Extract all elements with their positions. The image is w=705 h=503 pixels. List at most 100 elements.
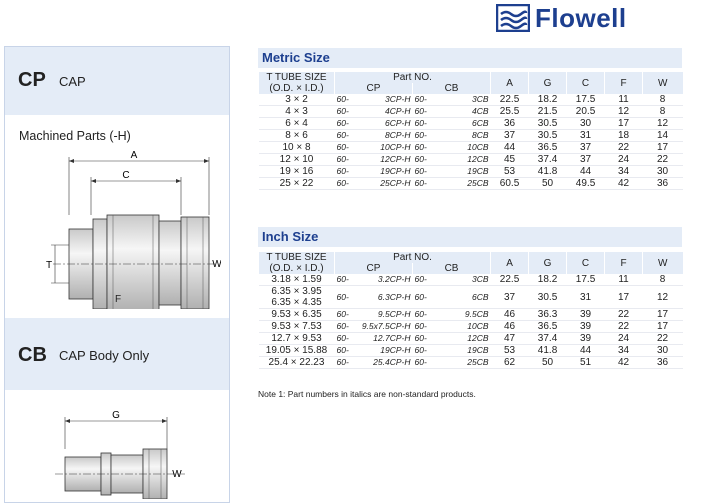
cp-pfx-cell: 60-	[334, 332, 357, 346]
tube-size-subheader: (O.D. × I.D.)	[258, 263, 335, 274]
w-cell: 14	[642, 129, 683, 143]
cb-cell: 12CB	[434, 332, 491, 346]
cb-pfx-cell: 60-	[412, 320, 435, 334]
cp-cell: 12CP-H	[356, 153, 413, 167]
col-g-header: G	[528, 72, 567, 94]
a-cell: 46	[490, 320, 529, 334]
cb-pfx-cell: 60-	[412, 153, 435, 167]
w-cell: 8	[642, 105, 683, 119]
cb-pfx-cell: 60-	[412, 274, 435, 287]
cp-cell: 19CP-H	[356, 344, 413, 358]
a-cell: 47	[490, 332, 529, 346]
c-cell: 49.5	[566, 177, 605, 191]
dim-w-label: W	[212, 259, 221, 270]
cp-cell: 6.3CP-H	[356, 285, 413, 310]
c-cell: 37	[566, 141, 605, 155]
cp-cell: 4CP-H	[356, 105, 413, 119]
f-cell: 34	[604, 165, 643, 179]
w-cell: 17	[642, 308, 683, 322]
tube-size-cell: 3 × 2	[258, 94, 335, 107]
a-cell: 37	[490, 129, 529, 143]
w-cell: 17	[642, 320, 683, 334]
cp-pfx-cell: 60-	[334, 129, 357, 143]
tube-size-cell: 4 × 3	[258, 105, 335, 119]
g-cell: 37.4	[528, 153, 567, 167]
a-cell: 25.5	[490, 105, 529, 119]
c-cell: 17.5	[566, 274, 605, 287]
f-cell: 22	[604, 308, 643, 322]
w-cell: 8	[642, 94, 683, 107]
c-cell: 37	[566, 153, 605, 167]
tube-size-cell: 19 × 16	[258, 165, 335, 179]
cp-pfx-cell: 60-	[334, 356, 357, 370]
cp-cell: 10CP-H	[356, 141, 413, 155]
inch-size-title: Inch Size	[258, 227, 682, 247]
machined-parts-label: Machined Parts (-H)	[19, 129, 131, 143]
col-c-header: C	[566, 252, 605, 274]
g-cell: 18.2	[528, 274, 567, 287]
cp-pfx-cell: 60-	[334, 177, 357, 191]
f-cell: 24	[604, 153, 643, 167]
flowell-logo-icon	[496, 4, 530, 32]
a-cell: 37	[490, 285, 529, 310]
cb-pfx-cell: 60-	[412, 129, 435, 143]
c-cell: 39	[566, 308, 605, 322]
cb-pfx-cell: 60-	[412, 141, 435, 155]
f-cell: 11	[604, 274, 643, 287]
cp-pfx-cell: 60-	[334, 141, 357, 155]
cp-pfx-cell: 60-	[334, 344, 357, 358]
f-cell: 42	[604, 356, 643, 370]
cb-cell: 25CB	[434, 177, 491, 191]
tube-size-cell: 9.53 × 7.53	[258, 320, 335, 334]
cb-cell: 12CB	[434, 153, 491, 167]
g-cell: 18.2	[528, 94, 567, 107]
a-cell: 60.5	[490, 177, 529, 191]
g-cell: 50	[528, 356, 567, 370]
dim-w2-label: W	[172, 469, 182, 480]
cp-pfx-cell: 60-	[334, 308, 357, 322]
g-cell: 30.5	[528, 285, 567, 310]
cb-pfx-cell: 60-	[412, 332, 435, 346]
a-cell: 45	[490, 153, 529, 167]
tube-size-header: T TUBE SIZE	[258, 252, 335, 263]
cp-drawing: A C T W	[46, 150, 221, 309]
w-cell: 12	[642, 117, 683, 131]
dim-c-label: C	[122, 170, 129, 181]
cb-pfx-cell: 60-	[412, 165, 435, 179]
cp-pfx-cell: 60-	[334, 285, 357, 310]
tube-size-cell: 19.05 × 15.88	[258, 344, 335, 358]
col-a-header: A	[490, 72, 529, 94]
cp-cell: 9.5x7.5CP-H	[356, 320, 413, 334]
cp-cell: 3.2CP-H	[356, 274, 413, 287]
cp-header: CP CAP	[5, 47, 229, 115]
brand-name: Flowell	[535, 2, 627, 33]
g-cell: 30.5	[528, 129, 567, 143]
cp-cell: 19CP-H	[356, 165, 413, 179]
cp-pfx-cell: 60-	[334, 117, 357, 131]
w-cell: 36	[642, 177, 683, 191]
c-cell: 20.5	[566, 105, 605, 119]
col-f-header: F	[604, 252, 643, 274]
f-cell: 11	[604, 94, 643, 107]
cb-cell: 8CB	[434, 129, 491, 143]
col-a-header: A	[490, 252, 529, 274]
cb-cell: 4CB	[434, 105, 491, 119]
c-cell: 44	[566, 344, 605, 358]
cb-pfx-cell: 60-	[412, 356, 435, 370]
g-cell: 36.5	[528, 320, 567, 334]
inch-table: T TUBE SIZE Part NO. A G C F W (O.D. × I…	[258, 252, 683, 370]
cp-cell: 9.5CP-H	[356, 308, 413, 322]
c-cell: 17.5	[566, 94, 605, 107]
tube-size-subheader: (O.D. × I.D.)	[258, 83, 335, 94]
a-cell: 62	[490, 356, 529, 370]
f-cell: 18	[604, 129, 643, 143]
w-cell: 8	[642, 274, 683, 287]
a-cell: 22.5	[490, 94, 529, 107]
